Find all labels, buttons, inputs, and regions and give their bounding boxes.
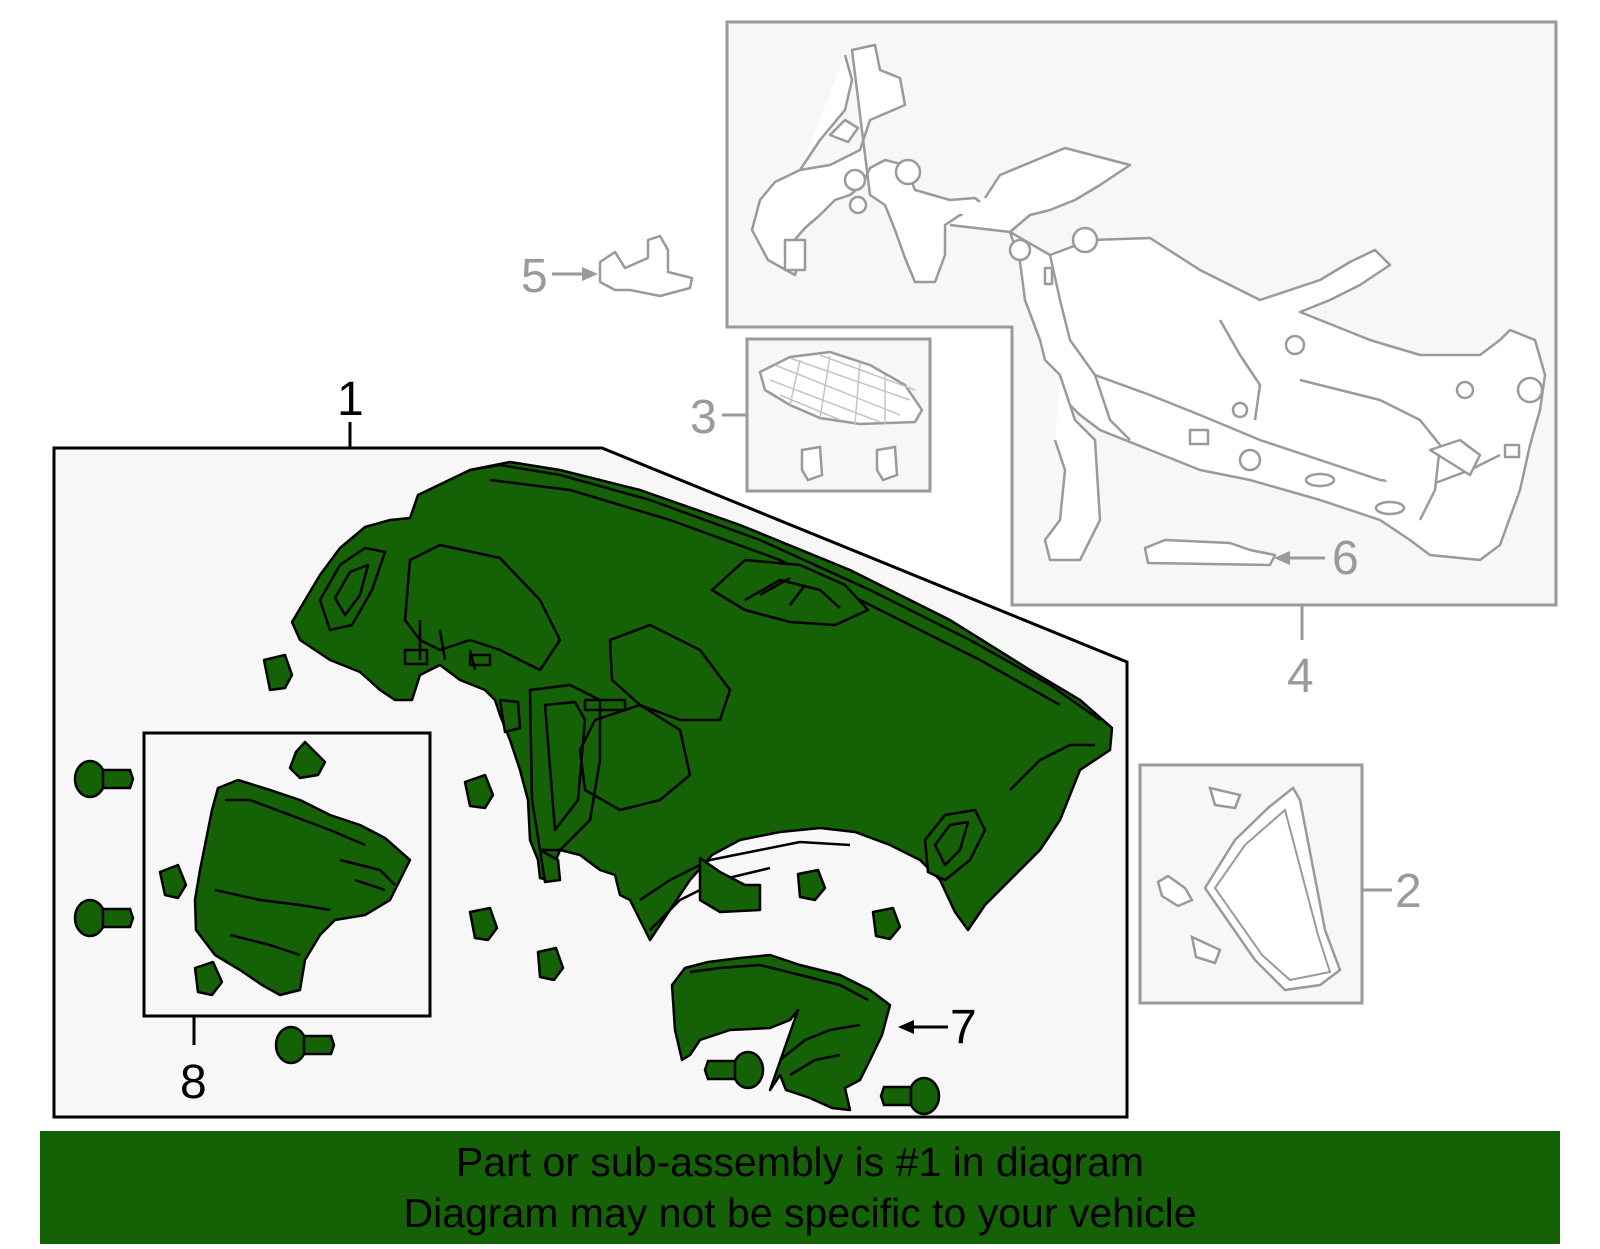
clip-icon — [463, 773, 495, 810]
part-6-arrowhead — [1274, 551, 1290, 565]
clip-icon — [158, 863, 188, 900]
panel-4-frame: 6 4 — [725, 20, 1558, 703]
part-5-bracket — [598, 234, 694, 298]
grille-mesh — [769, 354, 916, 425]
part-5-arrowhead — [582, 267, 598, 281]
callout-3: 3 — [690, 391, 717, 444]
bolt-icon — [879, 1076, 941, 1116]
part-6-bracket — [1143, 538, 1277, 567]
part-7-duct — [670, 953, 892, 1112]
part-5: 5 — [521, 234, 694, 303]
clip-icon — [468, 906, 499, 942]
part-8-duct — [193, 778, 412, 997]
speaker-grille — [758, 350, 924, 426]
clip-icon — [288, 740, 327, 780]
clip-middle — [1156, 874, 1194, 908]
clip-bottom — [1190, 934, 1222, 965]
clip-right — [875, 445, 899, 482]
bolt-icon — [73, 759, 135, 799]
clip-icon — [262, 653, 294, 692]
callout-2: 2 — [1395, 865, 1422, 918]
part-7-arrowhead — [898, 1020, 914, 1034]
info-banner-bg — [40, 1131, 1560, 1244]
callout-8: 8 — [180, 1056, 207, 1109]
clip-icon — [871, 906, 902, 941]
panel-2: 2 — [1138, 763, 1422, 1005]
banner-line-1: Part or sub-assembly is #1 in diagram — [455, 1138, 1145, 1185]
side-cover-inner — [1213, 808, 1332, 982]
callout-6: 6 — [1332, 532, 1359, 585]
panel-1: 1 — [52, 373, 1129, 1119]
bolt-icon — [274, 1025, 336, 1065]
bolt-icon — [73, 898, 135, 938]
clip-left — [800, 445, 824, 482]
clip-icon — [796, 868, 827, 902]
instrument-panel — [290, 460, 1114, 942]
panel-3: 3 — [690, 337, 932, 493]
bolt-icon — [703, 1050, 765, 1090]
callout-4: 4 — [1287, 650, 1314, 703]
callout-1: 1 — [337, 373, 364, 426]
banner-line-2: Diagram may not be specific to your vehi… — [403, 1189, 1197, 1236]
cross-car-beam — [750, 43, 1547, 562]
clip-icon — [193, 960, 224, 997]
clip-top — [1208, 786, 1242, 810]
clips — [158, 653, 902, 997]
bolts — [73, 759, 941, 1116]
info-banner: Part or sub-assembly is #1 in diagram Di… — [40, 1131, 1560, 1244]
callout-7: 7 — [950, 1001, 977, 1054]
callout-5: 5 — [521, 250, 548, 303]
clip-icon — [536, 946, 565, 982]
clip-icon — [498, 698, 522, 734]
side-cover — [1203, 786, 1342, 992]
